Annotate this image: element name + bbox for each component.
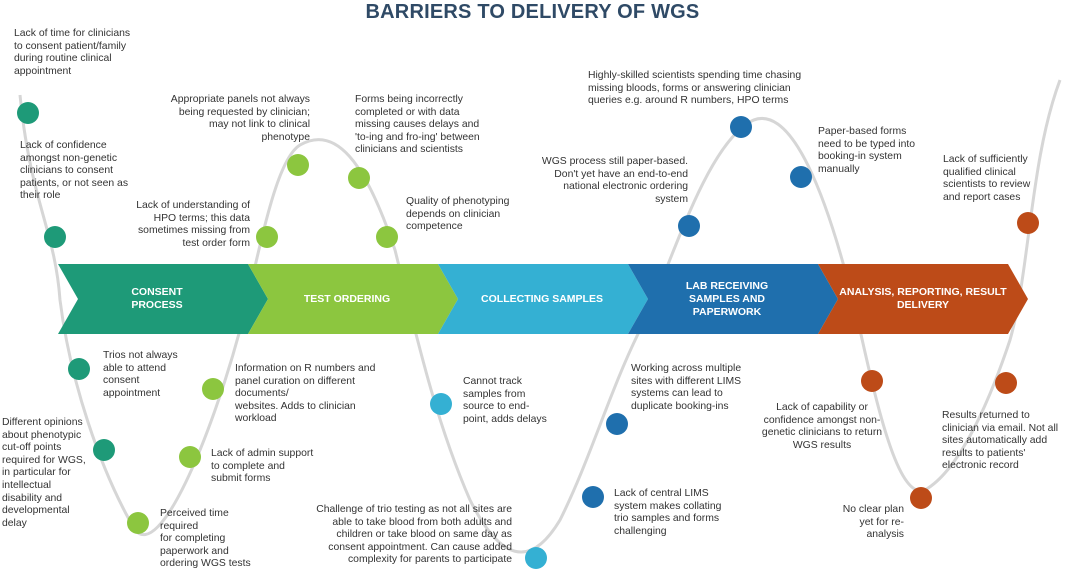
stage-arrow-lab (628, 264, 838, 334)
note-paper-based: WGS process still paper-based. Don't yet… (541, 156, 688, 205)
marker-dot (202, 378, 224, 400)
stage-arrow-collecting (438, 264, 648, 334)
note-trios-attend: Trios not always able to attend consent … (103, 350, 178, 399)
note-r-numbers: Information on R numbers and panel curat… (235, 363, 376, 425)
note-consent-confidence: Lack of confidence amongst non-genetic c… (20, 140, 129, 202)
stage-arrow-analysis (818, 264, 1028, 334)
marker-dot (1017, 212, 1039, 234)
stage-label-analysis: ANALYSIS, REPORTING, RESULT DELIVERY (839, 286, 1007, 311)
note-hpo-terms: Lack of understanding of HPO terms; this… (136, 200, 250, 249)
stage-arrow-test-ordering (248, 264, 458, 334)
marker-dot (995, 372, 1017, 394)
note-qualified-scientists: Lack of sufficiently qualified clinical … (943, 154, 1031, 203)
marker-dot (790, 166, 812, 188)
marker-dot (127, 512, 149, 534)
note-consent-time: Lack of time for clinicians to consent p… (14, 28, 131, 77)
marker-dot (582, 486, 604, 508)
marker-dot (678, 215, 700, 237)
marker-dot (910, 487, 932, 509)
note-phenotypic-cutoff: Different opinions about phenotypic cut-… (2, 417, 86, 529)
marker-dot (93, 439, 115, 461)
marker-dot (256, 226, 278, 248)
marker-dot (68, 358, 90, 380)
marker-dot (179, 446, 201, 468)
marker-dot (730, 116, 752, 138)
stage-label-consent: CONSENT PROCESS (131, 286, 183, 311)
note-central-lims: Lack of central LIMS system makes collat… (614, 488, 722, 537)
marker-dot (348, 167, 370, 189)
note-reanalysis: No clear plan yet for re- analysis (842, 504, 904, 541)
note-track-samples: Cannot track samples from source to end-… (463, 376, 547, 425)
note-appropriate-panels: Appropriate panels not always being requ… (170, 94, 310, 143)
stage-label-collecting: COLLECTING SAMPLES (481, 292, 603, 305)
stage-label-test-ordering: TEST ORDERING (303, 292, 391, 305)
note-trio-testing: Challenge of trio testing as not all sit… (316, 504, 512, 566)
note-perceived-time: Perceived time required for completing p… (160, 508, 251, 570)
note-admin-support: Lack of admin support to complete and su… (211, 448, 314, 485)
marker-dot (861, 370, 883, 392)
note-return-results: Lack of capability or confidence amongst… (761, 402, 883, 451)
page-title: BARRIERS TO DELIVERY OF WGS (365, 1, 700, 23)
note-forms-incorrect: Forms being incorrectly completed or wit… (355, 94, 480, 156)
marker-dot (430, 393, 452, 415)
marker-dot (606, 413, 628, 435)
note-forms-typed: Paper-based forms need to be typed into … (818, 126, 916, 175)
note-skilled-scientists: Highly-skilled scientists spending time … (588, 70, 802, 107)
marker-dot (44, 226, 66, 248)
note-results-email: Results returned to clinician via email.… (942, 410, 1059, 472)
stage-label-lab: LAB RECEIVING SAMPLES AND PAPERWORK (685, 279, 769, 318)
marker-dot (17, 102, 39, 124)
marker-dot (287, 154, 309, 176)
note-phenotyping-quality: Quality of phenotyping depends on clinic… (406, 196, 510, 233)
stage-arrow-consent (58, 264, 268, 334)
marker-dot (525, 547, 547, 569)
marker-dot (376, 226, 398, 248)
note-multiple-lims: Working across multiple sites with diffe… (631, 363, 742, 412)
